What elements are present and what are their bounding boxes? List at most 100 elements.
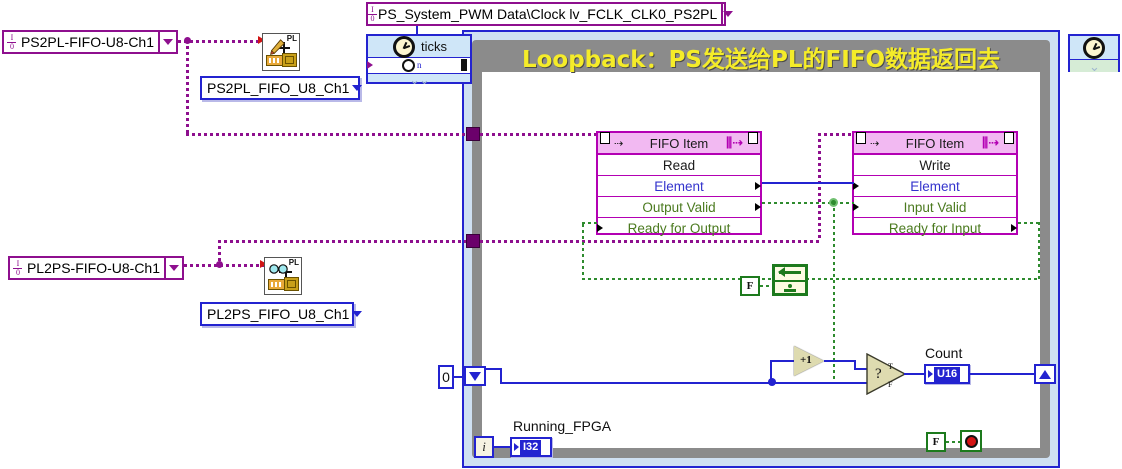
pl2ps-fifo-name-label: PL2PS_FIFO_U8_Ch1 (207, 306, 350, 322)
iteration-terminal[interactable]: i (474, 436, 494, 458)
feedback-node[interactable] (772, 264, 808, 296)
timed-loop-canvas (482, 72, 1040, 448)
timed-loop-right-node[interactable]: ⌄ (1068, 34, 1120, 73)
wire-readyforinput-down (1038, 222, 1040, 280)
increment-function[interactable] (794, 346, 824, 376)
fifo-write-readyforinput-terminal[interactable]: Ready for Input (854, 218, 1017, 238)
wire-element-read-to-write (762, 182, 854, 184)
fifo-write-inputvalid-terminal[interactable]: Input Valid (853, 197, 1016, 218)
feedback-false-constant[interactable]: F (740, 276, 760, 296)
wire-count-branch-up (770, 360, 772, 382)
fifo-read-method[interactable]: Read (598, 155, 760, 176)
fifo-read-readyforoutput-terminal[interactable]: Ready for Output (597, 218, 760, 238)
fifo-read-element-terminal[interactable]: Element (598, 176, 761, 197)
ps2pl-fifo-node-icon[interactable]: PL (262, 33, 300, 71)
pl-label-icon: PL (288, 258, 299, 267)
chevron-down-icon (352, 311, 363, 317)
svg-text:F: F (888, 380, 893, 389)
wire-pl2ps-into-loop (218, 240, 476, 243)
fpga-chip-icon (284, 277, 299, 291)
svg-text:?: ? (875, 366, 882, 382)
wire-inner-ps2pl (480, 133, 598, 136)
svg-text:T: T (888, 362, 893, 371)
count-indicator[interactable]: U16 (924, 364, 970, 384)
fifo-read-readyforoutput-label: Ready for Output (627, 220, 731, 236)
chevron-down-icon (352, 85, 363, 91)
input-pin-icon (514, 443, 519, 451)
wire-ps2pl-to-node (178, 40, 264, 43)
input-pin-icon (853, 203, 859, 211)
fifo-write-element-terminal[interactable]: Element (853, 176, 1016, 197)
wire-inner-pl2ps-a (480, 240, 820, 243)
wire-feedback-to-readyforoutput (582, 278, 776, 280)
output-pin-icon (1011, 224, 1017, 232)
wire-count-to-increment (770, 360, 794, 362)
input-pin-icon (597, 224, 603, 232)
error-terminal-marker (258, 36, 265, 44)
pl2ps-fifo-name-constant[interactable]: PL2PS_FIFO_U8_Ch1 (200, 302, 363, 326)
chevron-down-icon (169, 265, 179, 271)
timed-loop-left-node[interactable]: ticks n ⌄⌄ (366, 34, 472, 86)
invoke-arrow-icon: ⇢ (870, 138, 880, 150)
clock-reference-dropdown[interactable] (721, 4, 734, 24)
fifo-glyph-icon: ⫼⇢ (982, 135, 999, 150)
zero-constant[interactable]: 0 (438, 365, 454, 389)
ps2pl-fifo-reference-dropdown[interactable] (158, 32, 176, 52)
running-fpga-indicator[interactable]: I32 (510, 437, 552, 457)
error-terminal-marker (260, 260, 267, 268)
fifo-write-header: ⇢ FIFO Item ⫼⇢ (854, 132, 1016, 155)
wire-ps2pl-into-loop (186, 133, 476, 136)
fifo-write-method[interactable]: Write (854, 155, 1016, 176)
document-icon (1004, 132, 1014, 144)
input-pin-icon (853, 182, 859, 190)
wire-shiftreg-to-increment (500, 382, 772, 384)
pl2ps-fifo-name-dropdown[interactable] (352, 311, 363, 317)
fifo-glyph-icon: ⫼⇢ (726, 135, 743, 150)
fifo-write-readyforinput-label: Ready for Input (888, 220, 982, 236)
stop-false-constant[interactable]: F (926, 432, 946, 452)
select-function[interactable]: ? T F (866, 353, 906, 395)
timed-loop-timing-row: n (367, 58, 470, 74)
ps2pl-fifo-name-dropdown[interactable] (352, 85, 363, 91)
plus-icon (277, 41, 290, 55)
fifo-read-node[interactable]: ⇢ FIFO Item ⫼⇢ Read Element Output Valid… (596, 131, 762, 238)
wire-clock-to-loop (416, 26, 418, 36)
triangle-up-icon (1039, 369, 1051, 379)
timed-loop-right-clock-row (1070, 36, 1118, 60)
wire-readyforinput-back (806, 278, 1040, 280)
shift-register-right[interactable] (1034, 364, 1056, 384)
banner-text: Loopback：PS发送给PL的FIFO数据返回去 (521, 47, 1001, 73)
loop-tunnel-pl2ps[interactable] (466, 234, 480, 248)
ps2pl-fifo-reference-label: PS2PL-FIFO-U8-Ch1 (20, 34, 155, 50)
triangle-down-icon (469, 371, 481, 381)
output-pin-icon (755, 203, 761, 211)
count-indicator-type: U16 (934, 366, 961, 382)
wire-inner-pl2ps-up (818, 133, 821, 241)
wire-increment-down (854, 360, 856, 370)
loop-tunnel-ps2pl[interactable] (466, 127, 480, 141)
wire-count-to-select-f (772, 382, 870, 384)
timing-input-arrow (367, 61, 373, 69)
wire-pl2ps-to-node (184, 264, 266, 267)
pl2ps-fifo-reference-dropdown[interactable] (164, 258, 182, 278)
wire-select-to-count-indicator (904, 373, 926, 375)
increment-label: +1 (800, 354, 812, 366)
shift-register-left[interactable] (464, 366, 486, 386)
stop-condition-terminal[interactable] (960, 430, 982, 452)
timed-loop-right-expand-row[interactable]: ⌄ (1070, 60, 1118, 73)
pl2ps-fifo-node-icon[interactable]: PL (264, 257, 302, 295)
timed-loop-expand-row[interactable]: ⌄⌄ (368, 73, 470, 86)
chevron-down-icon (163, 39, 173, 45)
fifo-write-node[interactable]: ⇢ FIFO Item ⫼⇢ Write Element Input Valid… (852, 131, 1018, 238)
stop-led-icon (964, 434, 978, 448)
ps2pl-fifo-name-constant[interactable]: PS2PL_FIFO_U8_Ch1 (200, 76, 363, 100)
initializer-icon (784, 284, 796, 292)
fifo-read-outputvalid-terminal[interactable]: Output Valid (598, 197, 761, 218)
wire-shiftreg-out-a (486, 368, 502, 370)
